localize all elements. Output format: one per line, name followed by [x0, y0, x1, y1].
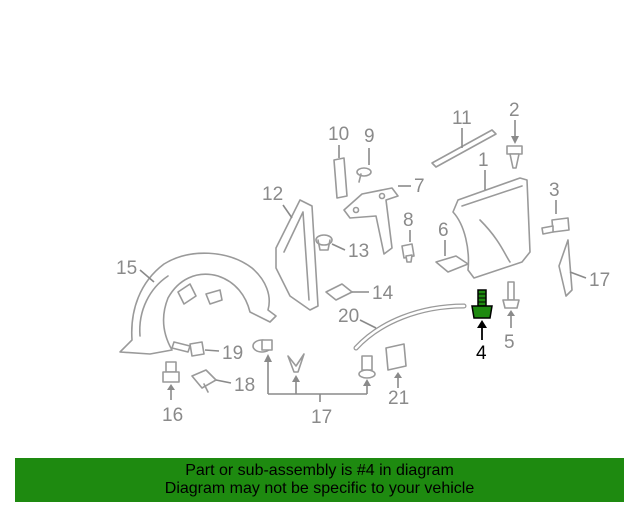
part-18-clip[interactable] — [191, 369, 217, 393]
leader-19 — [204, 349, 220, 352]
label-13: 13 — [348, 241, 369, 262]
banner-line-1: Part or sub-assembly is #4 in diagram — [185, 462, 454, 479]
part-7-bracket[interactable] — [343, 187, 399, 255]
label-1: 1 — [478, 150, 489, 171]
leader-20 — [359, 319, 377, 329]
part-13-clip[interactable] — [315, 234, 333, 251]
part-10-strip[interactable] — [333, 157, 348, 199]
arrow-16 — [167, 384, 175, 390]
part-8-screw[interactable] — [401, 243, 415, 263]
part-11-trim-strip[interactable] — [431, 129, 497, 168]
leader-17-bracket — [264, 354, 371, 402]
label-12: 12 — [262, 184, 283, 205]
part-9-clip[interactable] — [356, 167, 372, 183]
label-2: 2 — [509, 100, 520, 121]
arrow-4 — [477, 320, 487, 328]
part-17-fastener-b[interactable] — [287, 353, 305, 373]
part-21-pad[interactable] — [385, 343, 407, 371]
arrow-5 — [507, 310, 515, 316]
part-17-fastener-c[interactable] — [358, 355, 376, 379]
part-14-clip[interactable] — [325, 283, 353, 301]
part-5-bolt[interactable] — [502, 281, 520, 309]
leader-15 — [139, 269, 155, 283]
label-17-right: 17 — [589, 270, 610, 291]
label-9: 9 — [364, 126, 375, 147]
part-3-bolt[interactable] — [541, 217, 570, 235]
part-19-screw[interactable] — [171, 341, 205, 357]
label-17-bottom: 17 — [311, 407, 332, 428]
part-6-clip[interactable] — [435, 255, 469, 273]
label-19: 19 — [222, 343, 243, 364]
arrow-2 — [511, 136, 519, 144]
label-16: 16 — [162, 405, 183, 426]
part-12-panel[interactable] — [275, 199, 319, 311]
label-18: 18 — [234, 375, 255, 396]
part-4-bolt-highlighted[interactable] — [471, 289, 493, 319]
part-1-fender[interactable] — [452, 177, 531, 279]
label-20: 20 — [338, 306, 359, 327]
banner-line-2: Diagram may not be specific to your vehi… — [164, 480, 475, 497]
label-14: 14 — [372, 283, 394, 304]
part-17-fastener-a[interactable] — [252, 339, 273, 353]
label-15: 15 — [116, 258, 137, 279]
label-10: 10 — [328, 124, 349, 145]
label-8: 8 — [403, 210, 414, 231]
part-2-bolt[interactable] — [506, 145, 523, 169]
label-3: 3 — [549, 180, 560, 201]
label-6: 6 — [438, 220, 449, 241]
arrow-21 — [394, 372, 402, 378]
label-7: 7 — [414, 176, 425, 197]
leader-12 — [282, 204, 293, 219]
info-banner: Part or sub-assembly is #4 in diagram Di… — [15, 458, 624, 502]
part-16-bolt[interactable] — [162, 361, 180, 383]
label-11: 11 — [452, 108, 472, 129]
label-5: 5 — [504, 332, 515, 353]
part-17-bracket-right[interactable] — [558, 239, 573, 297]
leader-13 — [331, 243, 346, 251]
part-20-molding[interactable] — [353, 303, 467, 351]
leader-18 — [215, 379, 232, 384]
label-4: 4 — [476, 343, 487, 364]
leader-17-right — [569, 271, 587, 279]
label-21: 21 — [388, 388, 409, 409]
part-15-wheelhouse-liner[interactable] — [119, 252, 277, 355]
